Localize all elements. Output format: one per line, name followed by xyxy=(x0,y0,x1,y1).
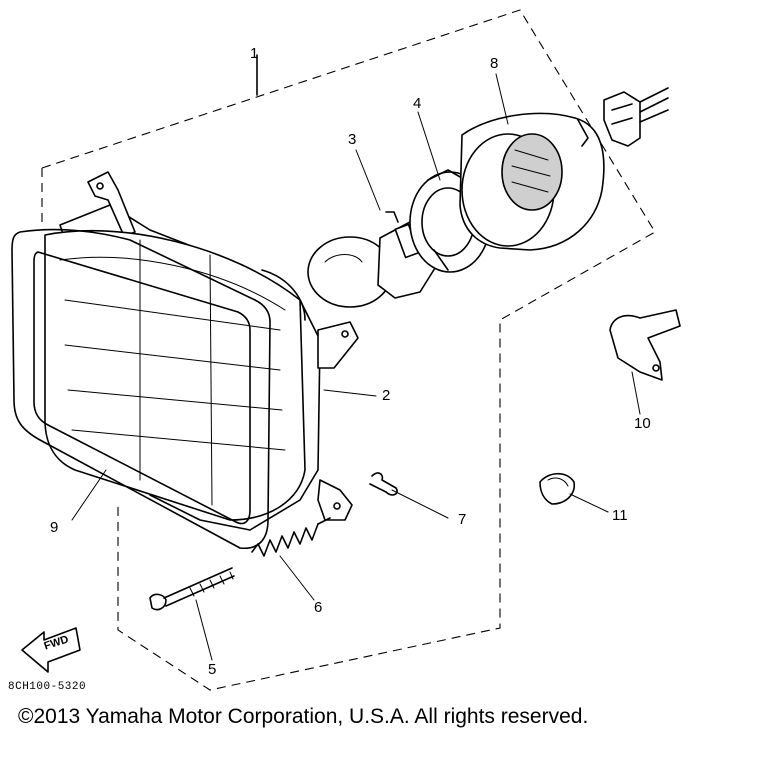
headlight-clip xyxy=(609,309,681,381)
callout-4: 4 xyxy=(413,95,422,112)
callout-10: 10 xyxy=(634,415,651,432)
drawing-code: 8CH100-5320 xyxy=(8,681,87,693)
adjusting-screw xyxy=(149,567,235,611)
dust-cover xyxy=(459,112,605,251)
callout-9: 9 xyxy=(50,519,59,536)
headlight-rim xyxy=(11,228,271,549)
leader-lines xyxy=(71,73,641,661)
callout-5: 5 xyxy=(208,661,217,678)
spring-clip xyxy=(369,472,398,496)
callout-7: 7 xyxy=(458,511,467,528)
callout-8: 8 xyxy=(490,55,499,72)
callout-3: 3 xyxy=(348,131,357,148)
adjuster-spring xyxy=(251,517,331,557)
callout-11: 11 xyxy=(612,507,628,524)
rubber-cap xyxy=(539,472,576,505)
headlight-unit xyxy=(44,171,359,531)
forward-arrow-icon xyxy=(21,627,81,673)
callout-2: 2 xyxy=(382,387,391,404)
assembly-boundary xyxy=(41,9,656,691)
callout-1: 1 xyxy=(250,45,259,62)
copyright-notice: ©2013 Yamaha Motor Corporation, U.S.A. A… xyxy=(18,705,589,728)
wire-connector xyxy=(603,87,669,147)
callout-6: 6 xyxy=(314,599,323,616)
